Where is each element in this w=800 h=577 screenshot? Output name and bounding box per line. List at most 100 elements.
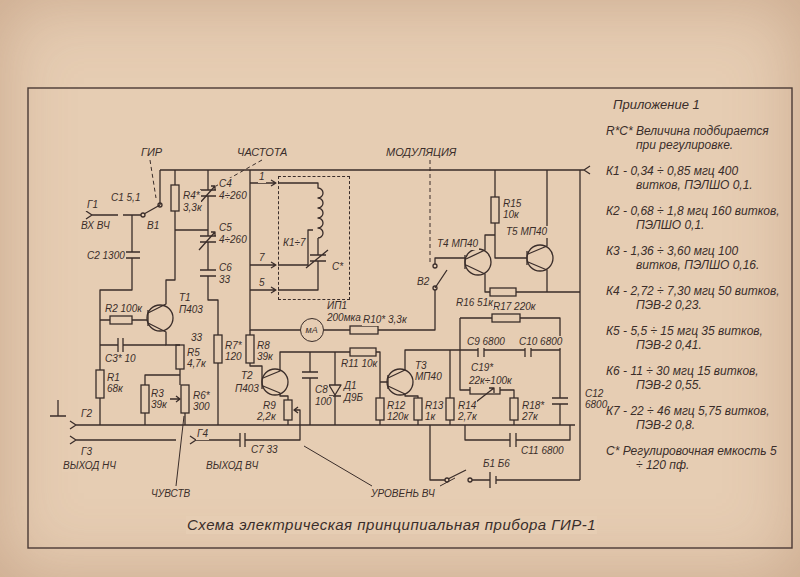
component-body	[171, 185, 179, 211]
part-label: R2 100к	[104, 303, 143, 315]
node-label: С*	[331, 261, 344, 273]
winding-note: К5 - 5,5 ÷ 15 мгц 35 витков, ПЭВ-2 0,41.	[606, 324, 786, 352]
part-label: 300	[192, 401, 211, 413]
part-label: 100	[314, 396, 333, 408]
part-label: МП40	[414, 371, 443, 383]
sheet-title: Приложение 1	[612, 97, 701, 112]
wire	[324, 290, 435, 330]
part-label: 4,7к	[186, 358, 207, 370]
part-label: ИП1	[326, 300, 348, 312]
component-body	[510, 398, 518, 420]
part-label: 120	[224, 351, 243, 363]
component-body	[96, 185, 553, 482]
component-body	[181, 385, 189, 413]
part-label: В2	[416, 276, 430, 288]
part-label: Г1	[86, 199, 99, 211]
part-label: Б1 Б6	[482, 458, 511, 470]
part-label: 68к	[106, 383, 124, 395]
part-label: С3* 10	[104, 353, 137, 365]
part-label: С1 5,1	[110, 192, 141, 204]
part-label: С4	[218, 178, 233, 190]
part-label: С5	[218, 222, 233, 234]
winding-note: К3 - 1,36 ÷ 3,60 мгц 100 витков, ПЭЛШО 0…	[606, 244, 786, 272]
part-label: Д1	[343, 380, 358, 392]
wire	[145, 375, 180, 425]
component-body	[468, 478, 472, 482]
wire	[250, 180, 276, 293]
notes-column: R*C* Величина подбирается при регулировк…	[606, 124, 786, 484]
wire	[100, 338, 166, 352]
component-body	[433, 264, 437, 268]
component-body	[470, 386, 500, 394]
part-label: Т4 МП40	[436, 238, 479, 250]
winding-note: С* Регулировочная емкость 5 ÷ 120 пф.	[606, 444, 786, 472]
component-body	[262, 369, 288, 395]
part-label: 2,7к	[457, 411, 478, 423]
component-body	[527, 245, 553, 271]
wire	[465, 425, 570, 447]
wire	[430, 425, 580, 488]
wire	[70, 421, 575, 429]
leader-line	[304, 446, 455, 486]
leader-line	[150, 160, 455, 486]
wire	[50, 166, 590, 488]
wire	[250, 170, 300, 330]
component-body	[284, 400, 292, 420]
component-body	[350, 326, 378, 334]
component-body	[246, 335, 254, 363]
meter-symbol: мА	[300, 318, 324, 342]
component-body	[110, 316, 132, 324]
part-label: 6800	[584, 399, 608, 411]
wire	[199, 186, 215, 250]
part-label: 120к	[386, 411, 409, 423]
sheet-caption: Схема электрическая принципиальная прибо…	[186, 516, 597, 534]
wire	[495, 170, 527, 258]
part-label: П403	[234, 383, 260, 395]
part-label: Т5 МП40	[505, 226, 548, 238]
part-label: 1к	[424, 411, 436, 423]
part-label: 4÷260	[218, 234, 248, 246]
part-label: Г3	[80, 446, 93, 458]
component-body	[214, 335, 222, 363]
node-label: мА	[306, 325, 318, 335]
part-label: R17 220к	[492, 301, 537, 313]
part-label: 2,2к	[256, 411, 277, 423]
winding-note: R*C* Величина подбирается при регулировк…	[606, 124, 786, 152]
wire	[465, 235, 580, 292]
component-body	[176, 345, 184, 369]
wire	[70, 436, 176, 444]
part-label: R4*	[182, 190, 201, 202]
frame	[28, 88, 792, 548]
frame	[28, 88, 792, 548]
part-label: Д9Б	[343, 392, 364, 404]
part-label: Т2	[240, 370, 254, 382]
winding-note: К1 - 0,34 ÷ 0,85 мгц 400 витков, ПЭЛШО 0…	[606, 164, 786, 192]
wire	[278, 183, 328, 290]
winding-note: К4 - 2,72 ÷ 7,30 мгц 50 витков, ПЭВ-2 0,…	[606, 284, 786, 312]
component-body	[414, 398, 422, 420]
part-label: С2 1300	[86, 250, 126, 262]
part-label: С6	[218, 262, 233, 274]
wire	[100, 319, 147, 320]
component-body	[96, 370, 104, 398]
wire	[579, 170, 580, 480]
wire	[170, 369, 185, 425]
part-label: 3,3к	[182, 202, 203, 214]
part-label: С11 6800	[520, 445, 565, 457]
coil-set-box: К1÷7С*	[278, 176, 350, 300]
part-label: 200мка	[326, 312, 362, 324]
component-body	[492, 314, 520, 322]
part-label: С10 6800	[518, 336, 563, 348]
winding-note: К2 - 0,68 ÷ 1,8 мгц 160 витков, ПЭЛШО 0,…	[606, 204, 786, 232]
part-label: R11 10к	[340, 358, 378, 370]
wire	[449, 350, 450, 425]
wire	[50, 400, 66, 416]
part-label: 27к	[521, 411, 539, 423]
part-label: 5	[258, 277, 266, 289]
part-label: ЧУВСТВ	[150, 488, 191, 500]
part-label: П403	[178, 304, 204, 316]
part-label: С19*	[470, 362, 494, 374]
winding-note: К7 - 22 ÷ 46 мгц 5,75 витков, ПЭВ-2 0,8.	[606, 404, 786, 432]
component-body	[147, 305, 173, 331]
